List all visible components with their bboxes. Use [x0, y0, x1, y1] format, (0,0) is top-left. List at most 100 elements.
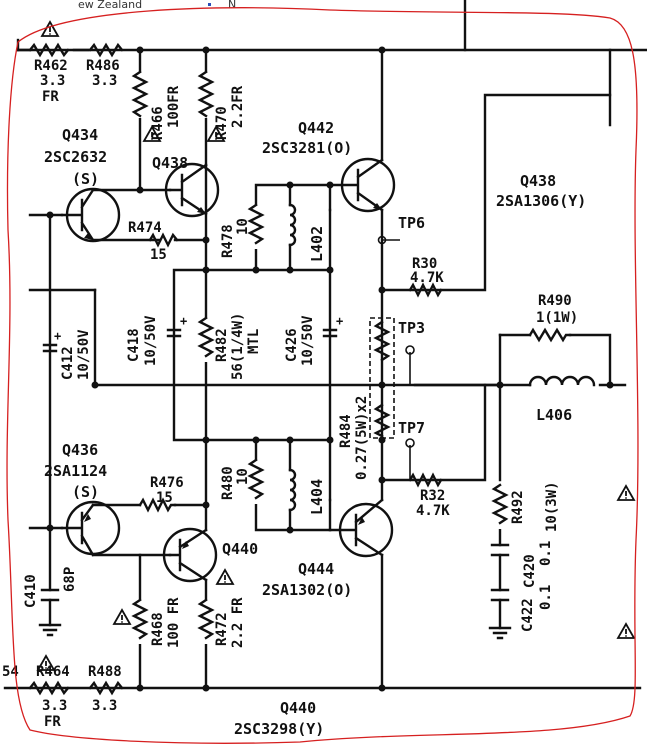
svg-text:C422: C422	[520, 598, 536, 632]
warning-icon	[113, 609, 131, 625]
resistor-r492: R492 10(3W)	[490, 481, 560, 532]
resistor-r478: R478 10	[220, 203, 266, 258]
svg-text:2.2FR: 2.2FR	[230, 85, 246, 128]
resistor-r468: R468 100 FR	[130, 597, 182, 648]
transistor-q440-left: Q440	[162, 527, 258, 583]
svg-text:R486: R486	[86, 58, 120, 74]
svg-text:R482: R482	[214, 328, 230, 362]
svg-text:2SA1306(Y): 2SA1306(Y)	[496, 192, 586, 210]
svg-text:C420: C420	[522, 554, 538, 588]
transistor-q440-bottom: Q440 2SC3298(Y)	[234, 699, 324, 738]
svg-text:Q438: Q438	[152, 154, 188, 172]
svg-text:2SA1124: 2SA1124	[44, 462, 107, 480]
capacitor-c426: + C426 10/50V	[284, 314, 343, 366]
svg-text:R476: R476	[150, 475, 184, 491]
warning-icon	[617, 485, 635, 501]
inductor-l404: L404	[288, 438, 326, 532]
svg-text:56(1/4W): 56(1/4W)	[230, 313, 246, 380]
svg-text:R492: R492	[510, 490, 526, 524]
svg-text:MTL: MTL	[246, 329, 262, 354]
svg-text:R462: R462	[34, 58, 68, 74]
svg-text:10(3W): 10(3W)	[544, 481, 560, 532]
resistor-r464: R464 3.3 FR	[28, 664, 70, 730]
resistor-r30: R30 4.7K	[408, 256, 444, 298]
svg-text:TP6: TP6	[398, 214, 425, 232]
test-point-tp3: TP3	[398, 319, 425, 385]
svg-text:10: 10	[235, 468, 251, 485]
svg-text:C412: C412	[60, 346, 76, 380]
svg-text:2SA1302(O): 2SA1302(O)	[262, 581, 352, 599]
svg-text:R30: R30	[412, 256, 437, 272]
resistor-r476: R476 15	[138, 475, 184, 513]
svg-text:3.3: 3.3	[92, 73, 117, 89]
svg-text:+: +	[180, 314, 187, 328]
svg-text:R474: R474	[128, 220, 162, 236]
svg-text:100FR: 100FR	[166, 85, 182, 128]
resistor-r486: R486 3.3	[86, 42, 124, 89]
resistor-r470: R470 2.2FR	[196, 70, 246, 140]
svg-text:2.2 FR: 2.2 FR	[230, 597, 246, 648]
svg-text:FR: FR	[42, 89, 59, 105]
transistor-q444: Q444 2SA1302(O)	[262, 498, 394, 599]
header-dot	[208, 3, 211, 6]
svg-text:68P: 68P	[62, 567, 78, 592]
svg-text:+: +	[54, 329, 61, 343]
test-point-tp6: TP6	[377, 214, 425, 245]
svg-text:R490: R490	[538, 293, 572, 309]
svg-text:L402: L402	[308, 226, 326, 262]
svg-text:C410: C410	[23, 574, 39, 608]
warning-icon	[617, 623, 635, 639]
resistor-r490: R490 1(1W)	[528, 293, 578, 343]
capacitor-c412: + C412 10/50V	[42, 329, 92, 380]
resistor-r474: R474 15	[128, 220, 179, 263]
resistor-r488: R488 3.3	[88, 664, 124, 714]
transistor-q434: Q434 2SC2632 (S)	[44, 126, 121, 243]
svg-text:Q442: Q442	[298, 119, 334, 137]
svg-text:2SC2632: 2SC2632	[44, 148, 107, 166]
capacitor-c418: + C418 10/50V	[126, 314, 187, 366]
svg-text:C426: C426	[284, 328, 300, 362]
svg-text:(S): (S)	[72, 483, 99, 501]
svg-text:R472: R472	[214, 612, 230, 646]
svg-text:C418: C418	[126, 328, 142, 362]
resistor-r32: R32 4.7K	[408, 472, 450, 519]
header-fragment-2: N	[228, 0, 236, 11]
svg-text:R480: R480	[220, 466, 236, 500]
svg-text:R478: R478	[220, 224, 236, 258]
svg-text:100 FR: 100 FR	[166, 597, 182, 648]
resistor-r480: R480 10	[220, 458, 266, 504]
capacitor-c410: C410 68P	[23, 567, 78, 637]
svg-text:Q444: Q444	[298, 560, 334, 578]
svg-text:Q438: Q438	[520, 172, 556, 190]
resistor-r484: R484 0.27(5W)x2	[338, 317, 395, 480]
svg-text:Q436: Q436	[62, 441, 98, 459]
svg-text:4.7K: 4.7K	[416, 503, 450, 519]
svg-text:Q440: Q440	[280, 699, 316, 717]
svg-text:10/50V: 10/50V	[143, 315, 159, 366]
resistor-r462: R462 3.3 FR	[16, 42, 90, 105]
resistor-r482: R482 56(1/4W) MTL	[196, 313, 262, 380]
inductor-l406: L406	[528, 375, 596, 424]
svg-text:3.3: 3.3	[42, 698, 67, 714]
warning-icon	[216, 569, 234, 585]
svg-text:L404: L404	[308, 479, 326, 515]
svg-text:(S): (S)	[72, 170, 99, 188]
svg-text:FR: FR	[44, 714, 61, 730]
transistor-q438-right: Q438 2SA1306(Y)	[496, 172, 586, 210]
svg-text:L406: L406	[536, 406, 572, 424]
svg-text:R464: R464	[36, 664, 70, 680]
resistor-r466: R466 100FR	[130, 70, 182, 140]
test-point-tp7: TP7	[398, 419, 425, 480]
svg-text:2SC3281(O): 2SC3281(O)	[262, 139, 352, 157]
resistor-r472: R472 2.2 FR	[196, 597, 246, 648]
transistor-q438-left: Q438	[152, 154, 220, 218]
svg-text:R488: R488	[88, 664, 122, 680]
svg-text:R484: R484	[338, 414, 354, 448]
svg-text:TP3: TP3	[398, 319, 425, 337]
svg-text:15: 15	[156, 490, 173, 506]
svg-text:R468: R468	[150, 612, 166, 646]
svg-text:1(1W): 1(1W)	[536, 310, 578, 326]
svg-text:R32: R32	[420, 488, 445, 504]
svg-text:+: +	[336, 314, 343, 328]
